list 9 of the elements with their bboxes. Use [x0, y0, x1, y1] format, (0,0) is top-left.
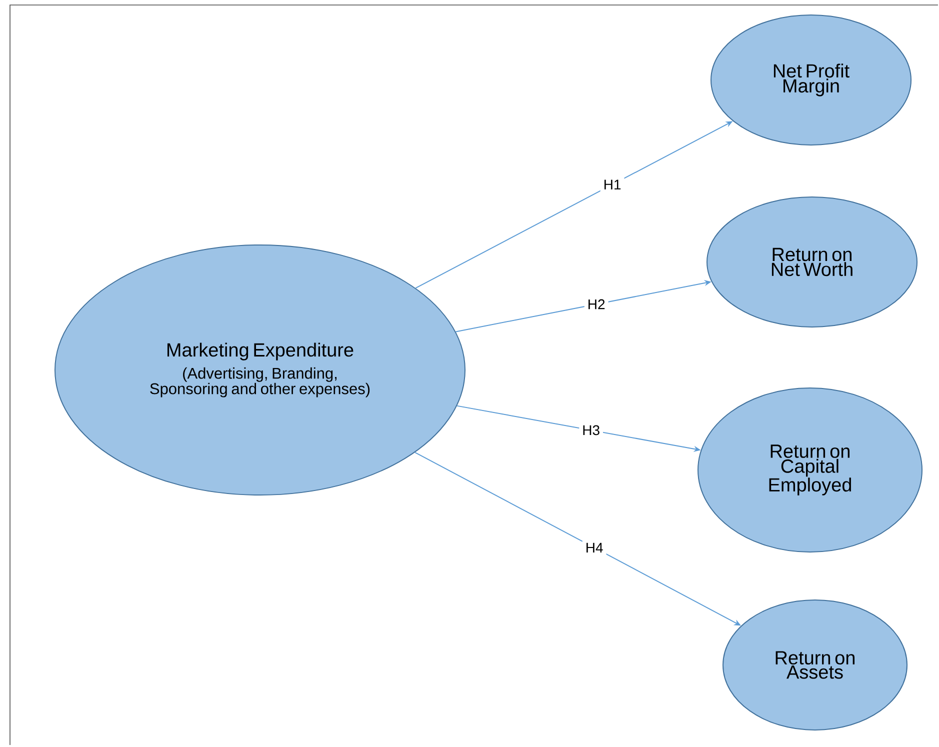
ellipse-node: Return on Capital Employed — [698, 388, 922, 552]
ellipse-node: Return on Net Worth — [706, 196, 918, 328]
ellipse-node: Marketing Expenditure (Advertising, Branding, Sponsoring and other expenses) — [54, 244, 466, 496]
ellipse-node: Net Profit Margin — [710, 14, 912, 146]
edge-label: H1 — [600, 176, 624, 192]
edge-label: H2 — [584, 296, 608, 312]
ellipse-node: Return on Assets — [722, 600, 908, 730]
edge-label: H3 — [579, 422, 604, 438]
edge-label: H4 — [582, 540, 606, 556]
